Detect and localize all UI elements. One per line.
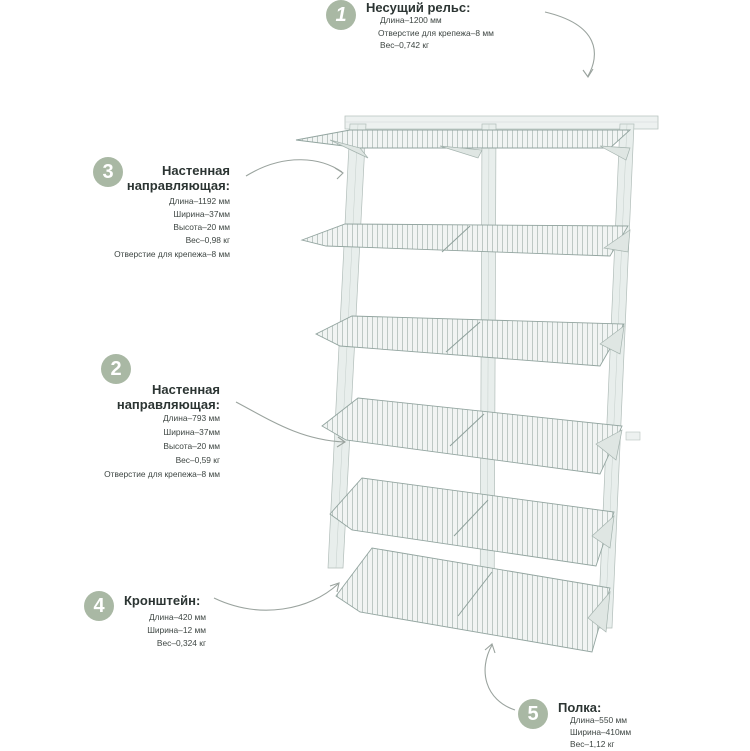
callout-5-spec-1: Длина–550 мм xyxy=(570,715,627,725)
callout-4-title: Кронштейн: xyxy=(124,593,201,608)
callout-2-spec-1: Длина–793 мм xyxy=(163,413,220,423)
callout-2-spec-5: Отверстие для крепежа–8 мм xyxy=(104,469,220,479)
arrow-3-head xyxy=(334,167,344,180)
callout-1-badge: 1 xyxy=(326,0,356,30)
callout-2-badge: 2 xyxy=(101,354,131,384)
callout-5-spec-2: Ширина–410мм xyxy=(570,727,632,737)
callout-5-badge: 5 xyxy=(518,699,548,729)
callout-3-spec-3: Высота–20 мм xyxy=(173,222,230,232)
callout-3-spec-1: Длина–1192 мм xyxy=(168,196,230,206)
callout-4-spec-1: Длина–420 мм xyxy=(149,612,206,622)
arrow-1-head xyxy=(582,68,594,78)
callout-1-title: Несущий рельс: xyxy=(366,0,471,15)
callout-3-spec-5: Отверстие для крепежа–8 мм xyxy=(114,249,230,259)
callout-2-spec-3: Высота–20 мм xyxy=(163,441,220,451)
shelf-4 xyxy=(321,397,623,475)
arrow-4-head xyxy=(329,582,340,593)
callout-5-spec-3: Вес–1,12 кг xyxy=(570,739,615,749)
callout-3-title-line-2: направляющая: xyxy=(126,178,230,193)
shelf-1 xyxy=(295,129,632,161)
arrow-5-head xyxy=(484,643,496,654)
callout-5-title: Полка: xyxy=(558,700,602,715)
arrow-1 xyxy=(544,11,595,77)
arrow-2 xyxy=(235,401,345,443)
arrow-4 xyxy=(213,583,339,611)
callout-4-badge: 4 xyxy=(84,591,114,621)
callout-2-title-line-1: Настенная xyxy=(152,382,220,397)
callout-1-spec-3: Вес–0,742 кг xyxy=(380,40,430,50)
callout-4-spec-3: Вес–0,324 кг xyxy=(156,638,206,648)
arrow-3 xyxy=(245,159,343,177)
callout-3-spec-2: Ширина–37мм xyxy=(173,209,230,219)
shelf-6 xyxy=(335,547,611,653)
shelf-3 xyxy=(314,315,625,367)
callout-1-spec-1: Длина–1200 мм xyxy=(380,15,442,25)
arrow-5 xyxy=(484,644,516,711)
shelf-5 xyxy=(329,477,615,567)
callout-3-spec-4: Вес–0,98 кг xyxy=(185,235,230,245)
callout-3-badge: 3 xyxy=(93,157,123,187)
callout-2-spec-2: Ширина–37мм xyxy=(163,427,220,437)
callout-4-spec-2: Ширина–12 мм xyxy=(147,625,206,635)
callout-2-spec-4: Вес–0,59 кг xyxy=(175,455,220,465)
callout-1-spec-2: Отверстие для крепежа–8 мм xyxy=(378,28,494,38)
shelf-2 xyxy=(300,223,631,257)
top-rail xyxy=(344,115,659,130)
callout-3-title-line-1: Настенная xyxy=(162,163,230,178)
callout-2-title-line-2: направляющая: xyxy=(116,397,220,412)
arrow-2-head xyxy=(336,436,346,448)
